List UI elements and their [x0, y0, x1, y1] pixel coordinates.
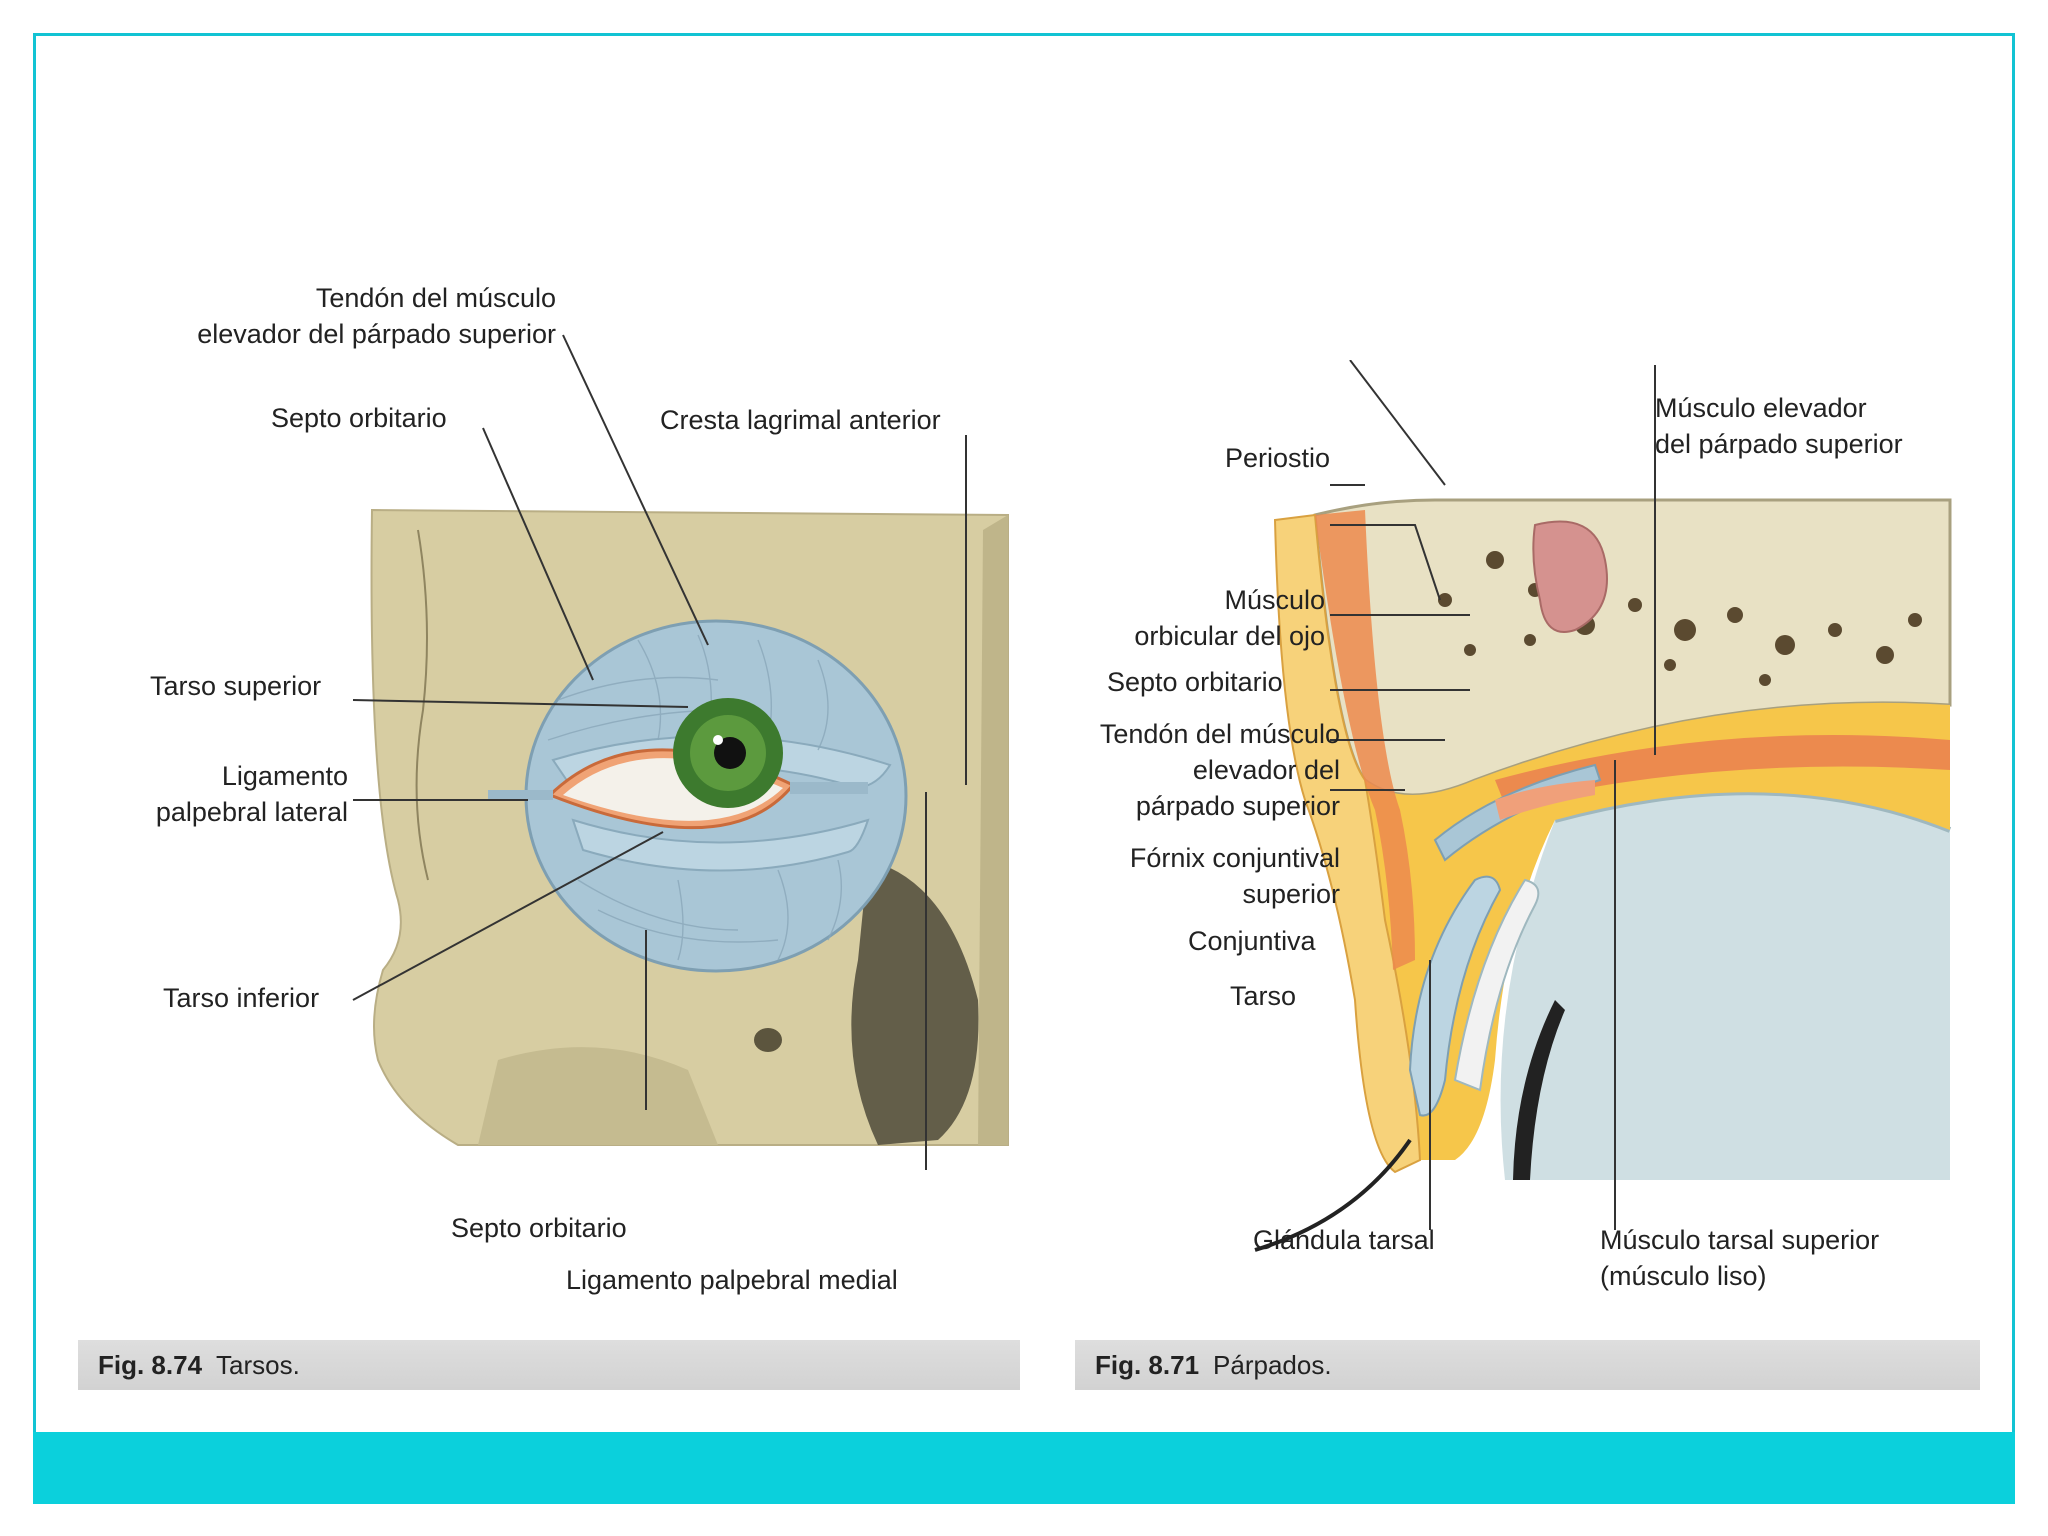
iris-highlight [713, 735, 723, 745]
caption-number: Fig. 8.74 [98, 1349, 203, 1380]
skin-layer [1273, 513, 1422, 1174]
parpados-illustration [1254, 360, 1952, 1252]
tarsus-plate [1408, 875, 1502, 1117]
skull-suture [415, 529, 429, 881]
label-cresta-lagrimal: Cresta lagrimal anterior [660, 405, 941, 435]
tarsal-superior-muscle [1495, 780, 1595, 820]
bone-trabeculae [1438, 551, 1922, 686]
levator-muscle [1495, 735, 1950, 805]
label-tarso-superior: Tarso superior [150, 671, 322, 701]
frontal-sinus [1532, 520, 1608, 633]
eyelash [1254, 1138, 1412, 1252]
caption-text: Tarsos. [216, 1349, 300, 1380]
label-periostio: Periostio [1225, 443, 1331, 473]
lower-tarsus [571, 818, 870, 872]
bottom-accent-bar [33, 1432, 2015, 1504]
caption-number: Fig. 8.71 [1095, 1349, 1200, 1380]
conjunctiva [1453, 878, 1540, 1092]
skull-edge-shading [978, 515, 1008, 1145]
leader-lines-left [352, 334, 967, 1170]
leader-lines-right [1330, 360, 1656, 1230]
infraorbital-foramen [754, 1028, 782, 1052]
eyeball [1500, 792, 1950, 1180]
label-tarso: Tarso [1230, 981, 1297, 1011]
label-tarso-inferior: Tarso inferior [163, 983, 320, 1013]
pupil [714, 737, 746, 769]
label-septo-orbitario: Septo orbitario [1107, 667, 1283, 697]
label-septo-orbitario-top: Septo orbitario [271, 403, 447, 433]
skull-cheek-shadow [478, 1047, 718, 1145]
eyeball-sclera-edge [1554, 789, 1952, 833]
label-conjuntiva: Conjuntiva [1188, 926, 1316, 956]
skull-shadow [851, 860, 979, 1145]
caption-parpados: Fig. 8.71 Párpados. [1075, 1340, 1980, 1390]
caption-tarsos: Fig. 8.74 Tarsos. [78, 1340, 1020, 1390]
cornea [1513, 1000, 1565, 1180]
label-glandula-tarsal: Glándula tarsal [1253, 1225, 1435, 1255]
label-musculo-tarsal-superior: Músculo tarsal superior(músculo liso) [1600, 1225, 1880, 1291]
caption-text: Párpados. [1213, 1349, 1332, 1380]
label-ligamento-medial: Ligamento palpebral medial [566, 1265, 898, 1295]
tarsos-illustration [352, 334, 1009, 1170]
label-septo-orbitario-bottom: Septo orbitario [451, 1213, 627, 1243]
